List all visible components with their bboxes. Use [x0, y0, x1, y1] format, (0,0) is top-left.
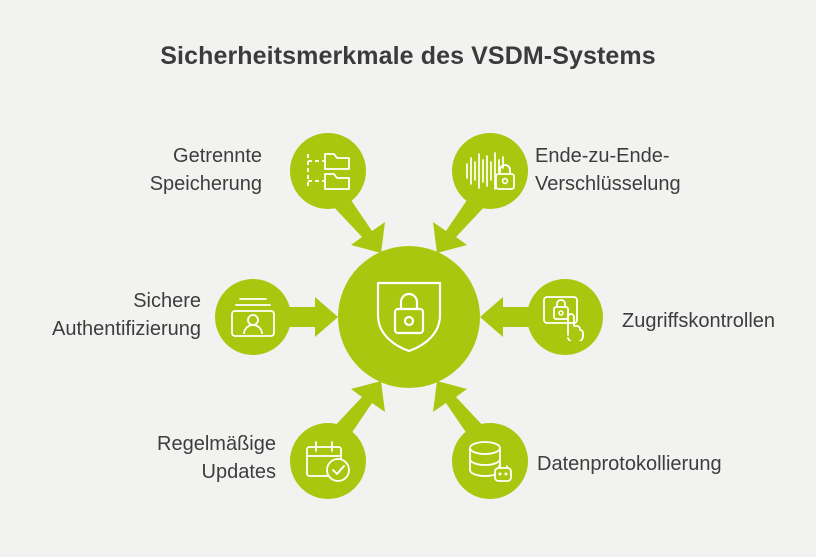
- arrow-right: [277, 297, 338, 337]
- feature-label-sichere-authentifizierung: Sichere Authentifizierung: [52, 290, 201, 341]
- feature-node-ende-zu-ende-verschluesselung[interactable]: [452, 133, 528, 209]
- feature-label-datenprotokollierung: Datenprotokollierung: [537, 453, 722, 475]
- lock-panel-hand-icon: [540, 293, 590, 341]
- feature-node-regelmaessige-updates[interactable]: [290, 423, 366, 499]
- feature-label-zugriffskontrollen: Zugriffskontrollen: [622, 310, 776, 332]
- center-hub: [338, 246, 480, 388]
- feature-node-getrennte-speicherung[interactable]: [290, 133, 366, 209]
- arrow-left: [480, 297, 541, 337]
- shield-lock-icon: [372, 275, 446, 360]
- feature-label-regelmaessige-updates: Regelmäßige Updates: [157, 433, 276, 484]
- feature-node-datenprotokollierung[interactable]: [452, 423, 528, 499]
- page-title: Sicherheitsmerkmale des VSDM-Systems: [160, 42, 656, 70]
- feature-label-getrennte-speicherung: Getrennte Speicherung: [149, 145, 262, 196]
- feature-node-zugriffskontrollen[interactable]: [527, 279, 603, 355]
- feature-label-ende-zu-ende-verschluesselung: Ende-zu-Ende- Verschlüsselung: [535, 145, 681, 196]
- database-lock-icon: [465, 437, 515, 485]
- id-card-person-icon: [228, 294, 278, 340]
- feature-node-sichere-authentifizierung[interactable]: [215, 279, 291, 355]
- folders-separated-icon: [303, 148, 353, 194]
- calendar-check-icon: [303, 438, 353, 484]
- waveform-lock-icon: [464, 148, 516, 194]
